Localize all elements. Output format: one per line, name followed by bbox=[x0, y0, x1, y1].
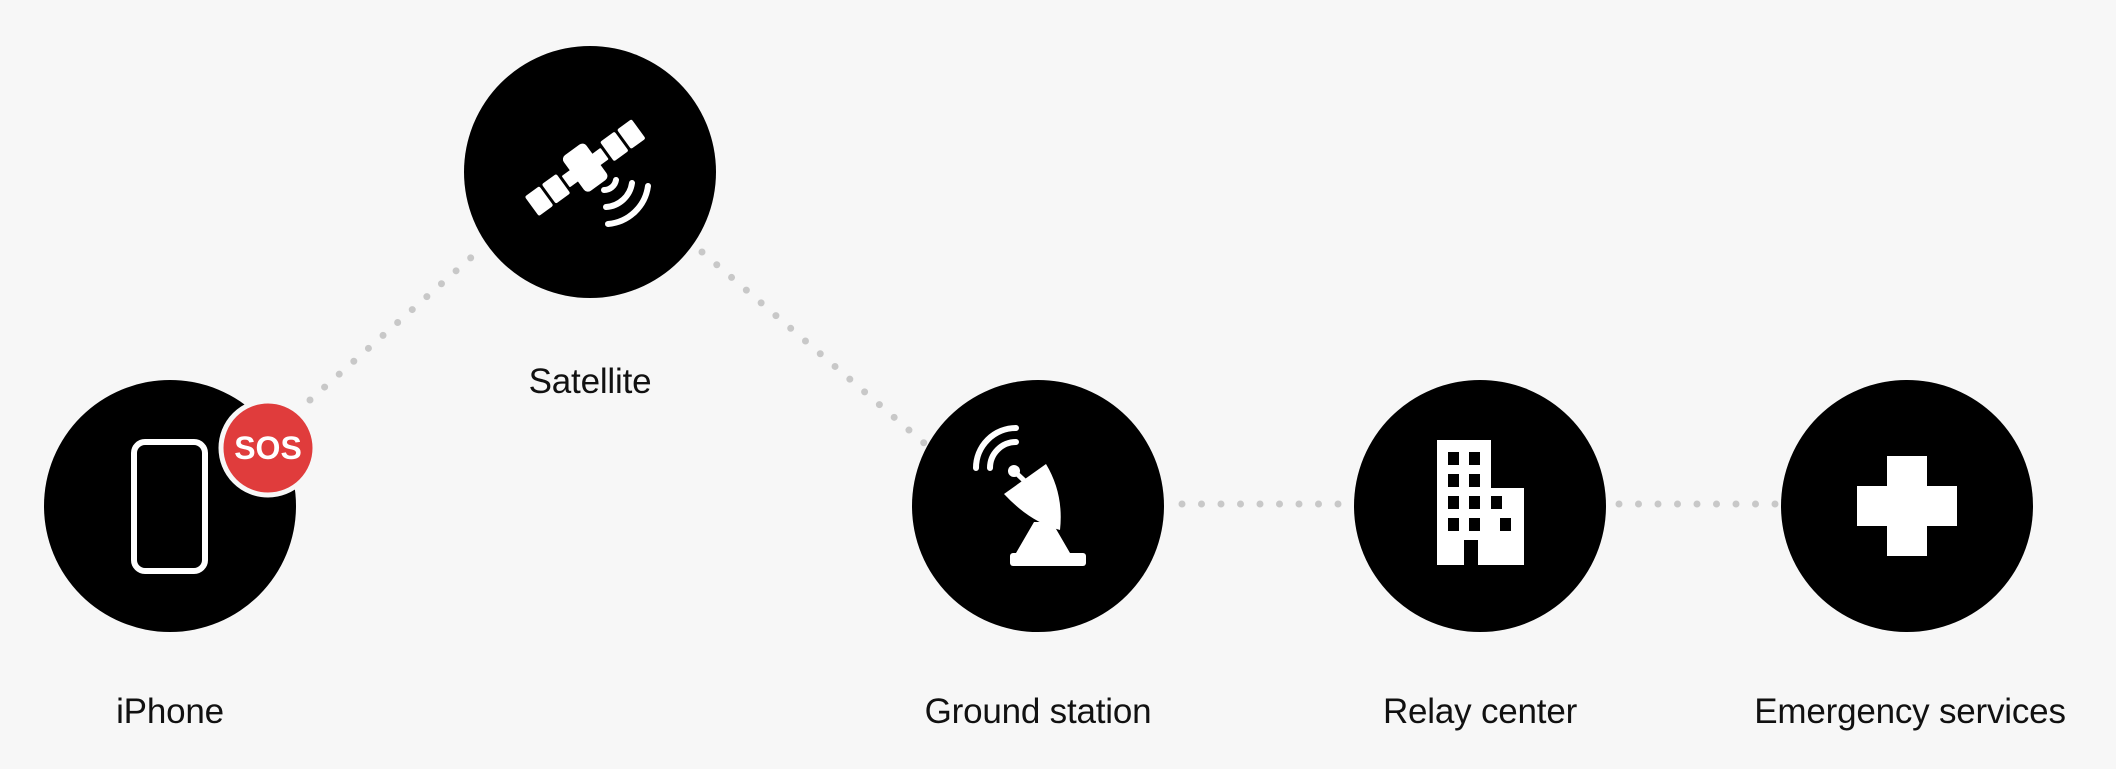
connectors bbox=[306, 243, 1782, 508]
medical-cross-icon bbox=[1857, 456, 1957, 556]
node-relay-center bbox=[1354, 380, 1606, 632]
sos-badge: SOS bbox=[218, 398, 318, 498]
label-relay-center: Relay center bbox=[1382, 692, 1578, 731]
node-satellite bbox=[464, 46, 716, 298]
node-emergency-services bbox=[1781, 380, 2033, 632]
node-iphone: SOS bbox=[44, 380, 318, 632]
label-iphone: iPhone bbox=[116, 692, 224, 731]
label-ground-station: Ground station bbox=[924, 692, 1152, 731]
building-icon bbox=[1437, 440, 1524, 565]
satellite-signal-icon bbox=[601, 177, 651, 227]
connector-satellite-ground-station bbox=[698, 248, 928, 447]
label-satellite: Satellite bbox=[528, 362, 652, 401]
iphone-icon bbox=[131, 439, 208, 574]
label-emergency-services: Emergency services bbox=[1754, 692, 2066, 731]
satellite-icon bbox=[525, 119, 645, 216]
satellite-dish-icon bbox=[973, 425, 1086, 566]
sos-badge-text: SOS bbox=[234, 430, 302, 466]
node-ground-station bbox=[912, 380, 1164, 632]
connector-iphone-satellite bbox=[306, 243, 487, 404]
sos-badge-circle bbox=[218, 398, 318, 498]
